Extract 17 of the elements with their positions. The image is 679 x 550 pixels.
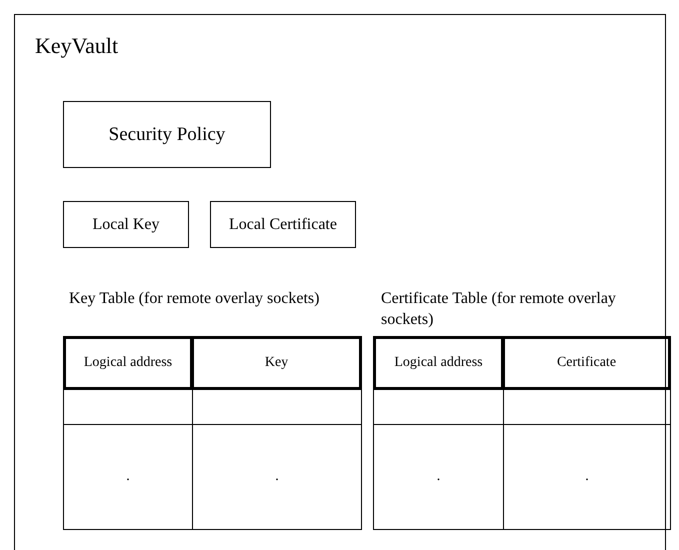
table-cell: . bbox=[192, 424, 362, 530]
box-label: Security Policy bbox=[108, 122, 226, 146]
container-title: KeyVault bbox=[35, 33, 118, 59]
component-box bbox=[63, 101, 271, 168]
header-cell: Certificate bbox=[502, 336, 671, 390]
header-cell: Logical address bbox=[373, 336, 504, 390]
table-cell: . bbox=[373, 424, 504, 530]
table-cell: . bbox=[503, 424, 671, 530]
header-cell: Key bbox=[191, 336, 362, 390]
component-box bbox=[63, 201, 189, 248]
table-heading: Key Table (for remote overlay sockets) bbox=[69, 289, 320, 309]
box-label: Local Key bbox=[91, 214, 161, 234]
header-cell: Logical address bbox=[63, 336, 193, 390]
box-label: Local Certificate bbox=[228, 214, 338, 234]
table-heading: Certificate Table (for remote overlay sockets) bbox=[381, 289, 617, 330]
component-box bbox=[210, 201, 356, 248]
table-cell: . bbox=[63, 424, 193, 530]
